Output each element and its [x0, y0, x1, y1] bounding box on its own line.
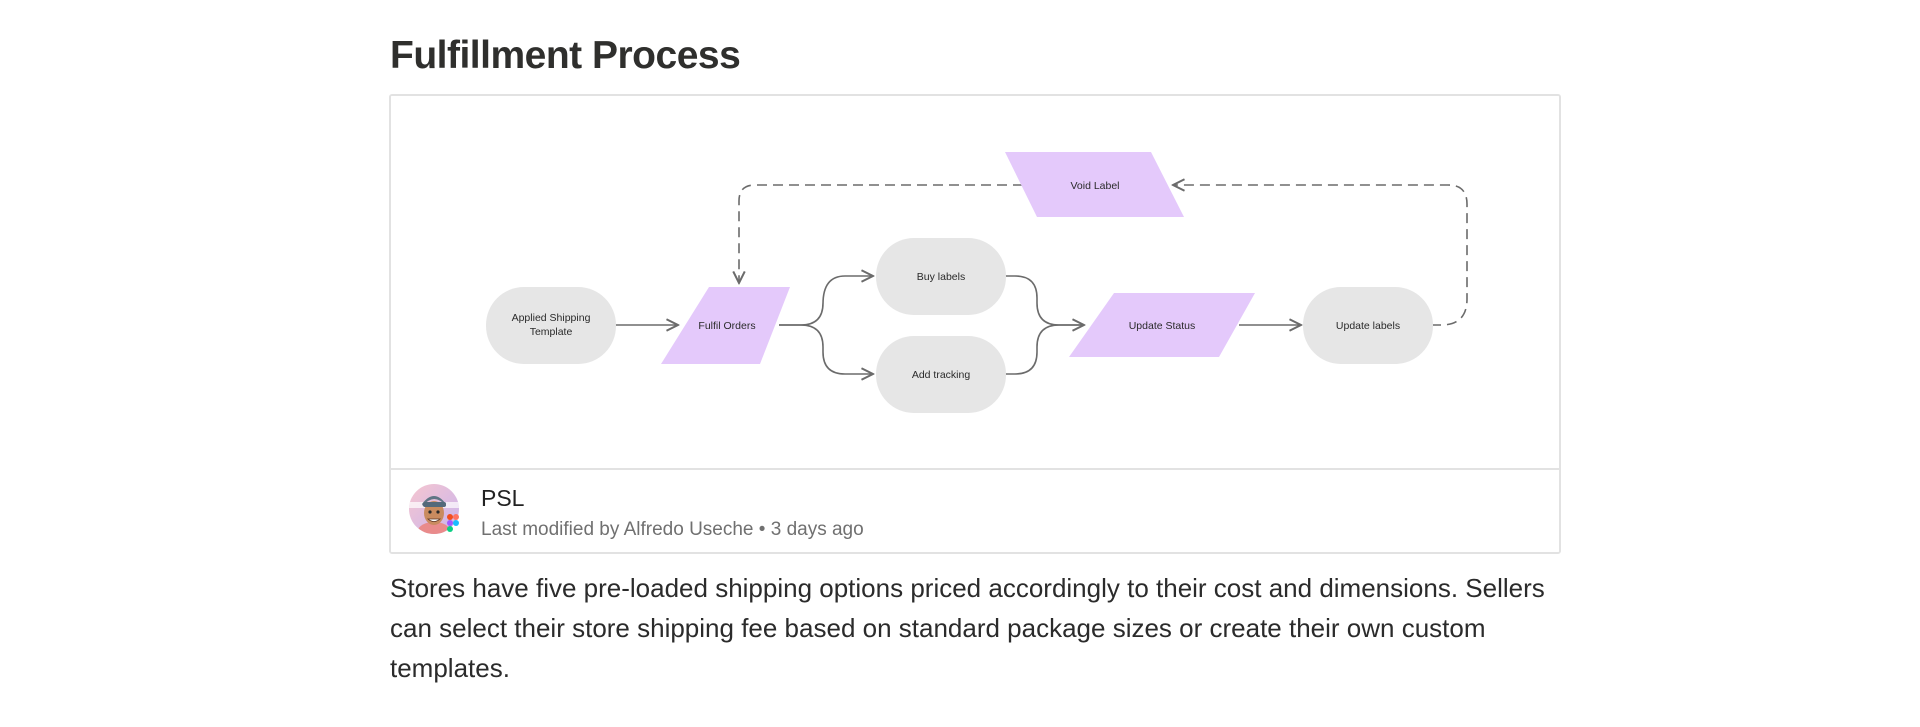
file-modified-info: Last modified by Alfredo Useche • 3 days… — [481, 518, 864, 542]
connector-update-labels-to-void-label — [1173, 185, 1468, 326]
connector-fulfil-to-buy-labels — [779, 276, 873, 326]
svg-text:Update labels: Update labels — [1336, 320, 1400, 332]
file-info-footer[interactable]: PSL Last modified by Alfredo Useche • 3 … — [391, 470, 1559, 552]
svg-text:Add tracking: Add tracking — [912, 369, 971, 381]
svg-text:Applied Shipping: Applied Shipping — [512, 312, 591, 324]
avatar — [409, 484, 459, 534]
svg-text:Update Status: Update Status — [1129, 320, 1196, 332]
page-title: Fulfillment Process — [390, 34, 741, 77]
diagram-preview[interactable]: Applied Shipping Template Fulfil Orders … — [391, 96, 1559, 470]
connector-fulfil-to-add-tracking — [779, 324, 873, 374]
meta-separator: • — [758, 519, 766, 540]
node-applied-shipping-template[interactable]: Applied Shipping Template — [486, 287, 616, 364]
svg-text:Template: Template — [530, 326, 573, 338]
svg-text:Void Label: Void Label — [1070, 180, 1119, 192]
connector-buy-labels-to-update-status — [1003, 275, 1084, 325]
connector-add-tracking-to-update-status — [1003, 324, 1084, 375]
modified-time: 3 days ago — [770, 519, 864, 540]
node-void-label[interactable]: Void Label — [1005, 152, 1184, 217]
figma-embed-card[interactable]: Applied Shipping Template Fulfil Orders … — [389, 94, 1561, 554]
connectors — [613, 184, 1468, 375]
file-name[interactable]: PSL — [481, 485, 525, 511]
node-update-status[interactable]: Update Status — [1069, 293, 1255, 357]
node-add-tracking[interactable]: Add tracking — [876, 336, 1006, 413]
description-paragraph: Stores have five pre-loaded shipping opt… — [390, 573, 1545, 683]
figma-logo-icon — [447, 514, 459, 532]
node-buy-labels[interactable]: Buy labels — [876, 238, 1006, 315]
node-fulfil-orders[interactable]: Fulfil Orders — [661, 287, 790, 364]
connector-void-label-to-fulfil — [739, 184, 1023, 283]
svg-text:Fulfil Orders: Fulfil Orders — [698, 320, 755, 332]
modified-by-text: Last modified by Alfredo Useche — [481, 519, 754, 540]
flowchart-diagram: Applied Shipping Template Fulfil Orders … — [486, 152, 1468, 413]
svg-text:Buy labels: Buy labels — [917, 271, 965, 283]
node-update-labels[interactable]: Update labels — [1303, 287, 1433, 364]
